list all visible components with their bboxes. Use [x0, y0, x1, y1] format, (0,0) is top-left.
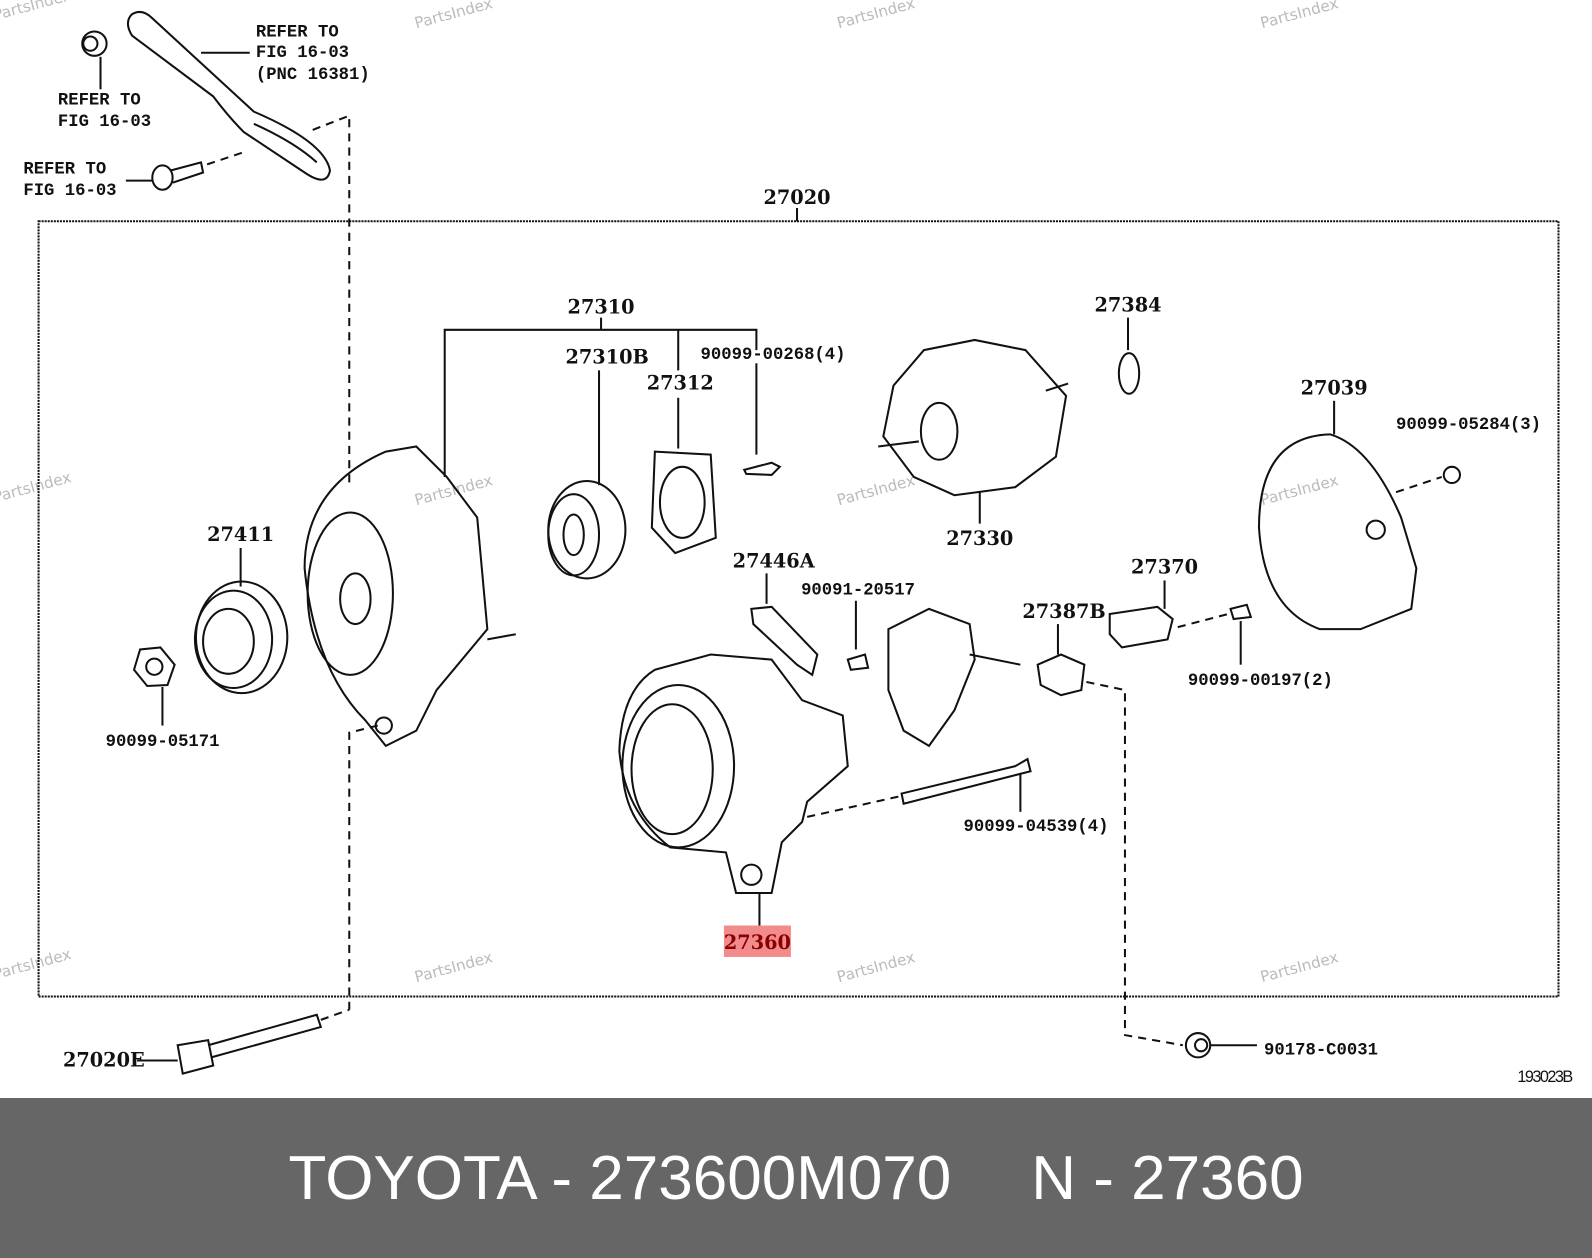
watermark: PartsIndex: [413, 471, 495, 509]
dashed-leader: [312, 114, 351, 488]
through-bolt-part: [900, 757, 1032, 805]
part-label-27411: 27411: [207, 523, 274, 546]
part-info-bar: TOYOTA - 273600M070 N - 27360: [0, 1098, 1592, 1258]
watermark: PartsIndex: [1258, 471, 1340, 509]
watermark: PartsIndex: [835, 471, 917, 509]
long-bolt-part: [176, 1013, 323, 1075]
pnc-text: N - 27360: [1031, 1143, 1304, 1213]
part-label-90099-00197: 90099-00197(2): [1188, 672, 1333, 691]
part-label-27360[interactable]: 27360: [724, 931, 791, 954]
refer-label: REFER TO: [58, 92, 141, 111]
bracket-part: [126, 10, 332, 181]
cap-part: [1036, 653, 1086, 697]
part-label-90099-05284: 90099-05284(3): [1396, 416, 1541, 435]
part-label-27039: 27039: [1301, 377, 1368, 400]
watermarks: PartsIndex PartsIndex PartsIndex PartsIn…: [0, 0, 1340, 986]
part-label-27020E: 27020E: [63, 1049, 145, 1072]
parts-diagram: PartsIndex PartsIndex PartsIndex PartsIn…: [0, 0, 1574, 1086]
part-label-90099-00268: 90099-00268(4): [701, 346, 846, 365]
nut-part: [132, 646, 176, 688]
part-label-27370: 27370: [1131, 555, 1198, 578]
part-label-27384: 27384: [1094, 294, 1161, 317]
refer-label: REFER TO: [23, 161, 106, 180]
figure-code: 193023B: [1517, 1068, 1572, 1086]
washer-part: [1117, 352, 1141, 395]
rectifier-end-frame-part: [618, 653, 849, 895]
watermark: PartsIndex: [1258, 0, 1340, 32]
refer-label: REFER TO: [256, 24, 339, 43]
part-label-27310: 27310: [568, 296, 635, 319]
terminal-insulator-part: [750, 605, 819, 677]
nut-part: [1184, 1032, 1212, 1059]
bolt-part: [125, 151, 244, 191]
highlight-box: [723, 925, 791, 957]
screw-part: [846, 653, 870, 671]
refer-label: (PNC 16381): [256, 66, 370, 85]
nut-part: [1442, 465, 1462, 485]
watermark: PartsIndex: [1258, 948, 1340, 986]
part-label-27446A: 27446A: [733, 549, 816, 572]
rear-cover-part: [1257, 433, 1418, 631]
part-label-90099-05171: 90099-05171: [106, 733, 220, 752]
part-label-90099-04539: 90099-04539(4): [964, 818, 1109, 837]
retainer-plate-part: [650, 450, 717, 555]
watermark: PartsIndex: [413, 0, 495, 32]
refer-label: FIG 16-03: [58, 113, 151, 132]
watermark: PartsIndex: [0, 0, 73, 24]
drive-end-frame-part: [303, 445, 516, 748]
part-label-90091-20517: 90091-20517: [801, 582, 915, 601]
watermark: PartsIndex: [835, 0, 917, 32]
brush-holder-part: [887, 607, 1021, 748]
part-label-27310B: 27310B: [565, 345, 648, 368]
watermark: PartsIndex: [413, 948, 495, 986]
screw-part: [1229, 603, 1253, 621]
assembly-box: [37, 220, 1560, 998]
part-label-27330: 27330: [946, 527, 1013, 550]
part-label-27387B: 27387B: [1022, 600, 1105, 623]
watermark: PartsIndex: [0, 468, 73, 506]
rotor-part: [878, 338, 1069, 497]
watermark: PartsIndex: [835, 948, 917, 986]
part-number-text: TOYOTA - 273600M070: [288, 1143, 952, 1213]
part-label-27312: 27312: [647, 372, 714, 395]
nut-part: [81, 30, 108, 90]
screw-part: [742, 461, 782, 476]
refer-label: FIG 16-03: [23, 182, 116, 201]
assembly-label: 27020: [763, 186, 830, 209]
pulley-part: [193, 580, 289, 695]
part-label-90178-C0031: 90178-C0031: [1264, 1041, 1378, 1060]
watermark: PartsIndex: [0, 945, 73, 983]
regulator-part: [1108, 605, 1174, 649]
bearing-part: [547, 479, 627, 580]
refer-label: FIG 16-03: [256, 44, 349, 63]
